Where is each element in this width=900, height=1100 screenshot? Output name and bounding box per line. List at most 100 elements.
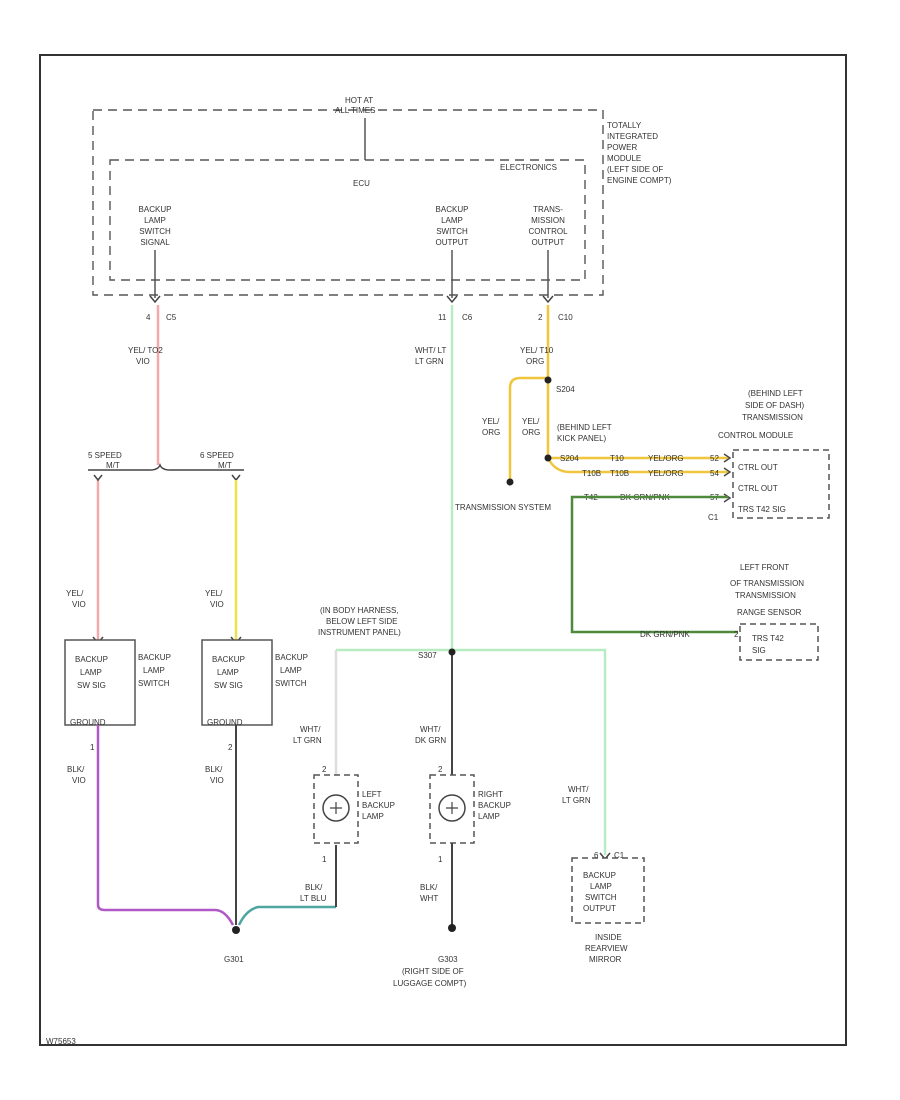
trs-box xyxy=(739,623,819,661)
trs-label: TRANSMISSION xyxy=(735,591,796,600)
switch-box-text: LAMP xyxy=(217,668,239,677)
connector-chevron xyxy=(542,295,554,304)
switch-box-text: LAMP xyxy=(80,668,102,677)
lamp-name: BACKUP xyxy=(362,801,395,810)
pin-number: 2 xyxy=(538,313,543,322)
lamp-pin: 2 xyxy=(438,765,443,774)
wire-label: VIO xyxy=(210,600,224,609)
lamp-pin: 1 xyxy=(322,855,327,864)
tcm-chevron xyxy=(723,453,732,463)
tipm-pin-text: SWITCH xyxy=(139,227,171,236)
speed-label: 5 SPEED xyxy=(88,451,122,460)
switch-name: BACKUP xyxy=(275,653,308,662)
tcm-module: (BEHIND LEFT SIDE OF DASH) TRANSMISSION … xyxy=(560,389,830,522)
trs-func: SIG xyxy=(752,646,766,655)
lamp-filament xyxy=(446,802,458,814)
wire-label: BLK/ xyxy=(67,765,85,774)
trs-wire-color: DK GRN/PNK xyxy=(640,630,690,639)
ground-wire-purple xyxy=(96,725,235,926)
wire-label: VIO xyxy=(72,776,86,785)
tipm-label-line: (LEFT SIDE OF xyxy=(607,165,663,174)
tcm-wire: T10B xyxy=(610,469,629,478)
inside-rearview-mirror: 6 C1 BACKUP LAMP SWITCH OUTPUT INSIDE RE… xyxy=(571,851,645,964)
splice-loc: KICK PANEL) xyxy=(557,434,607,443)
connector-chevron xyxy=(446,295,458,304)
lamp-pin: 1 xyxy=(438,855,443,864)
splice-s204 xyxy=(544,376,552,384)
tipm-pin-text: BACKUP xyxy=(436,205,469,214)
tcm-pin: 54 xyxy=(710,469,719,478)
switch-ground: GROUND xyxy=(207,718,243,727)
tipm-module: HOT AT ALL TIMES ELECTRONICS ECU TOTALLY… xyxy=(92,96,672,322)
lamp-name: LAMP xyxy=(478,812,500,821)
mirror-box-text: SWITCH xyxy=(585,893,617,902)
left-backup-lamp: 2 1 LEFT BACKUP LAMP xyxy=(313,765,395,864)
connector-chevron xyxy=(149,295,161,304)
wire-light-green: S307 (IN BODY HARNESS, BELOW LEFT SIDE I… xyxy=(293,305,607,855)
connector-id: C5 xyxy=(166,313,177,322)
speed-label: 6 SPEED xyxy=(200,451,234,460)
tipm-pin-text: TRANS- xyxy=(533,205,563,214)
tipm-pin-text: LAMP xyxy=(441,216,463,225)
connector-id: C10 xyxy=(558,313,573,322)
tipm-label-line: TOTALLY xyxy=(607,121,642,130)
switch-box xyxy=(64,639,136,726)
trs-label: OF TRANSMISSION xyxy=(730,579,804,588)
wire-label: VIO xyxy=(210,776,224,785)
wire-label: BLK/ xyxy=(420,883,438,892)
mirror-box-text: LAMP xyxy=(590,882,612,891)
tipm-pin-3: TRANS- MISSION CONTROL OUTPUT xyxy=(528,205,568,247)
all-times-label: ALL TIMES xyxy=(335,106,375,115)
splice-loc: INSTRUMENT PANEL) xyxy=(318,628,401,637)
lamp-filament xyxy=(330,802,342,814)
tcm-chevron xyxy=(723,493,732,503)
diagram-frame xyxy=(39,54,847,1046)
ground-g301 xyxy=(232,926,240,934)
tcm-func: TRS T42 SIG xyxy=(738,505,786,514)
electronics-label: ELECTRONICS xyxy=(500,163,557,172)
switch-box-text: SW SIG xyxy=(77,681,106,690)
wire-segment xyxy=(336,648,607,855)
ground-loc: (RIGHT SIDE OF xyxy=(402,967,464,976)
tipm-pin-2: BACKUP LAMP SWITCH OUTPUT xyxy=(436,205,469,247)
tipm-label-line: POWER xyxy=(607,143,637,152)
wire-label: YEL/ xyxy=(66,589,84,598)
switch-name: BACKUP xyxy=(138,653,171,662)
speed-branch: 5 SPEED M/T 6 SPEED M/T xyxy=(88,451,244,482)
tcm-splice-tag: S204 xyxy=(560,454,579,463)
tcm-wire: T10 xyxy=(610,454,624,463)
pin-number: 4 xyxy=(146,313,151,322)
tcm-label: CONTROL MODULE xyxy=(718,431,793,440)
mirror-box xyxy=(571,857,645,924)
tcm-func: CTRL OUT xyxy=(738,484,778,493)
switch-name: SWITCH xyxy=(138,679,170,688)
tipm-pin-text: OUTPUT xyxy=(532,238,565,247)
lamp-name: RIGHT xyxy=(478,790,503,799)
switch-box-text: BACKUP xyxy=(75,655,108,664)
splice-s307 xyxy=(448,648,456,656)
switch-pin: 1 xyxy=(90,743,95,752)
tipm-pin-text: SIGNAL xyxy=(140,238,170,247)
ground-wire-teal xyxy=(237,905,336,926)
switch-box-text: BACKUP xyxy=(212,655,245,664)
mirror-name: MIRROR xyxy=(589,955,622,964)
tcm-connector: C1 xyxy=(708,513,719,522)
wire-orange-yellow: S204 (BEHIND LEFT KICK PANEL) YEL/ T10 O… xyxy=(455,305,728,512)
tcm-box xyxy=(732,449,830,519)
hot-at-label: HOT AT xyxy=(345,96,373,105)
wire-pink: YEL/ TO2 VIO xyxy=(96,305,163,640)
tipm-pin-1: BACKUP LAMP SWITCH SIGNAL xyxy=(139,205,172,247)
wire-yellow: YEL/ VIO xyxy=(205,480,238,640)
ecu-label: ECU xyxy=(353,179,370,188)
wire-label: LT GRN xyxy=(562,796,591,805)
tipm-inner-box xyxy=(109,159,586,281)
wire-label: YEL/ xyxy=(482,417,500,426)
splice-loc: BELOW LEFT SIDE xyxy=(326,617,397,626)
lamp-name: BACKUP xyxy=(478,801,511,810)
tcm-pin: 52 xyxy=(710,454,719,463)
wire-label: YEL/ T10 xyxy=(520,346,554,355)
tipm-label-line: ENGINE COMPT) xyxy=(607,176,672,185)
pin-number: 11 xyxy=(438,313,447,322)
branch-line xyxy=(88,462,244,471)
tcm-color: YEL/ORG xyxy=(648,469,684,478)
